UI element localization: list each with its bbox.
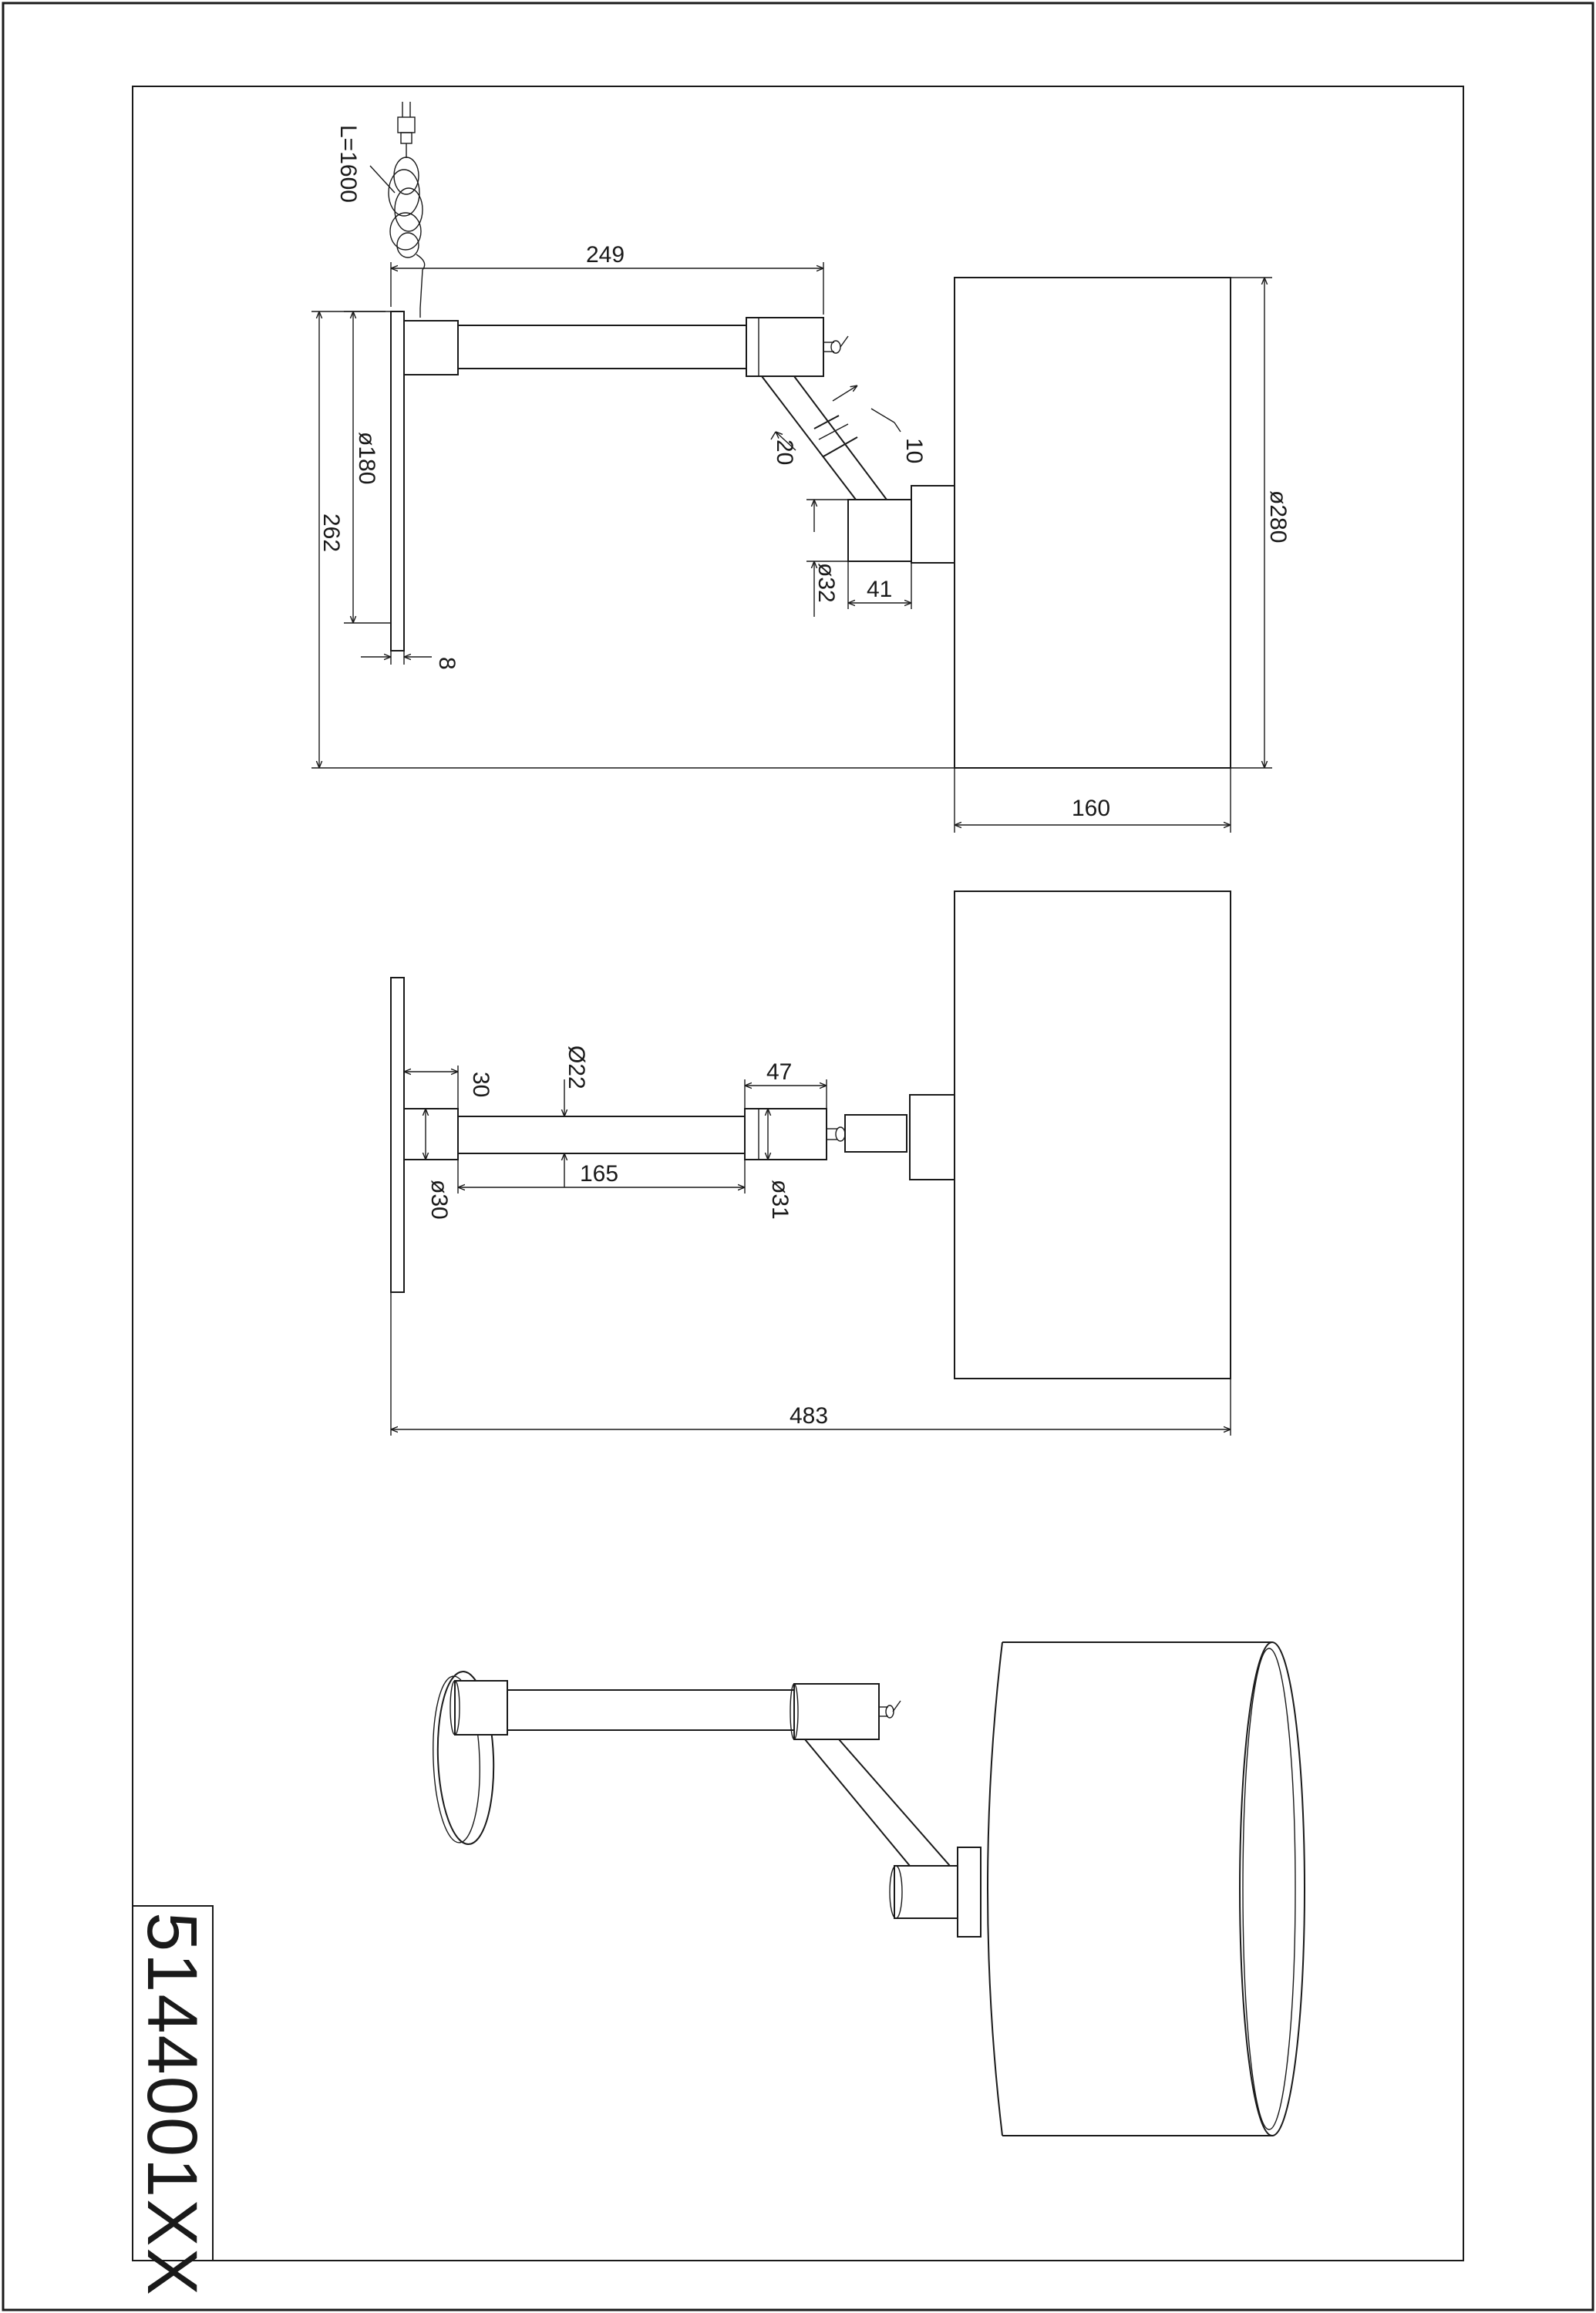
arm-diameter-dim: Ø22 (564, 1045, 589, 1089)
knuckle-length-dim: 47 (766, 1059, 792, 1085)
plate-diameter-dim: ø180 (354, 432, 379, 484)
side-view: L=1600 249 (311, 102, 1291, 833)
toggle-switch-top-icon (827, 1126, 846, 1142)
plate-thickness-dim: 8 (434, 657, 460, 670)
perspective-view (433, 1641, 1305, 2136)
shade-diameter-dim: ø280 (1265, 490, 1291, 543)
lampshade-top (954, 891, 1231, 1379)
lamp-socket-3d (894, 1865, 958, 1919)
joint-offset-dim: 10 (901, 438, 927, 463)
shade-cap-top (909, 1094, 955, 1180)
product-code: 5144001XX (133, 1912, 211, 2297)
base-length-dim: 30 (468, 1072, 493, 1097)
toggle-switch-3d-icon (879, 1700, 901, 1719)
shade-cap-side (911, 485, 955, 564)
cable-coil-icon (388, 143, 426, 318)
socket-diameter-dim: ø32 (813, 563, 839, 603)
joint-width-dim: 20 (772, 439, 797, 465)
socket-length-dim: 41 (867, 577, 892, 602)
arm-base-side (403, 320, 459, 375)
drawing-frame (132, 86, 1464, 2261)
wall-plate-top (390, 977, 405, 1293)
base-diameter-dim: ø30 (426, 1180, 452, 1220)
toggle-switch-icon (823, 335, 849, 354)
wall-plate-side (390, 311, 405, 651)
arm-base-top (403, 1108, 459, 1160)
shade-height-dim: 160 (1072, 796, 1110, 821)
knuckle-diameter-dim: ø31 (767, 1180, 793, 1220)
swivel-joint-top (844, 1114, 907, 1153)
lampshade-3d (987, 1641, 1305, 2136)
lampshade-side (954, 277, 1231, 769)
title-block: 5144001XX (132, 1905, 214, 2297)
arm-knuckle-side (746, 317, 824, 377)
top-view: 30 Ø22 47 165 ø30 ø31 483 (390, 891, 1231, 1436)
cable-length-label: L=1600 (335, 125, 361, 203)
arm-knuckle-top (744, 1108, 827, 1160)
total-height-dim: 262 (318, 513, 344, 552)
arm-knuckle-3d (793, 1683, 880, 1740)
plug-icon (397, 102, 416, 144)
arm-length-top-dim: 165 (580, 1161, 618, 1187)
arm-length-dim: 249 (586, 242, 625, 268)
lamp-socket-side (847, 499, 912, 562)
total-projection-dim: 483 (790, 1403, 828, 1429)
